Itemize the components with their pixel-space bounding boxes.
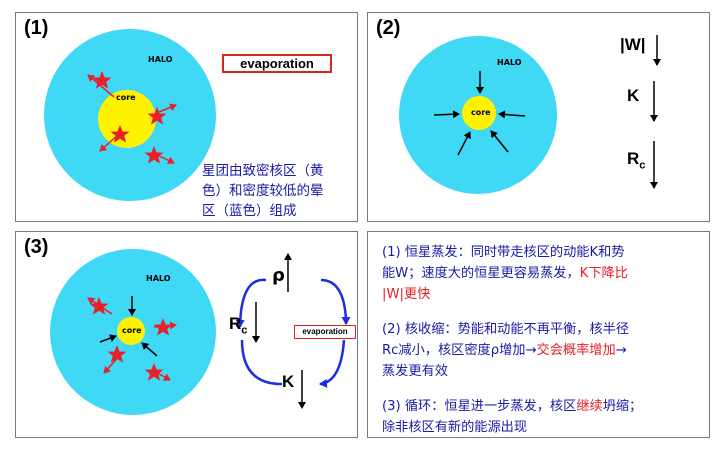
rc-sub: c: [639, 159, 646, 172]
core-circle: [462, 96, 496, 130]
paragraph-contraction: (2) 核收缩：势能和动能不再平衡，核半径 Rc减小，核区密度ρ增加→交会概率增…: [382, 319, 707, 382]
stars: [92, 71, 167, 164]
paragraph-evaporation: (1) 恒星蒸发：同时带走核区的动能K和势 能W；速度大的恒星更容易蒸发，K下降…: [382, 242, 707, 305]
desc-line-2: 色）和密度较低的晕: [202, 183, 324, 199]
panel-1: (1) HALO core evaporation 星团由致密核区（黄 色）和密…: [15, 12, 358, 222]
halo-label: HALO: [148, 55, 173, 64]
evaporation-box: evaporation: [294, 325, 356, 339]
desc-line-3: 区（蓝色）组成: [202, 203, 297, 219]
inward-arrows: [99, 296, 158, 357]
p2-line-2: Rc减小，核区密度ρ增加→交会概率增加→: [382, 340, 707, 361]
stars: [89, 297, 173, 381]
p3-line-1-end: 坍缩；: [602, 399, 643, 414]
panel-2-diagram: [399, 35, 661, 194]
rc-sub: c: [241, 324, 248, 337]
panel-1-description: 星团由致密核区（黄 色）和密度较低的晕 区（蓝色）组成: [202, 161, 358, 221]
cycle-quantity-arrows: [252, 253, 306, 409]
panel-1-diagram: [44, 29, 216, 201]
panel-3: (3) HALO core ρ Rc K evaporation: [15, 231, 358, 438]
k-label: K: [282, 372, 295, 391]
p2-line-2-text: Rc减小，核区密度ρ增加→: [382, 343, 537, 358]
rc-label: Rc: [627, 149, 645, 171]
decrease-arrows: [650, 35, 661, 189]
paragraph-cycle: (3) 循环：恒星进一步蒸发，核区继续坍缩； 除非核区有新的能源出现: [382, 396, 707, 438]
core-circle: [98, 90, 156, 148]
p2-line-1: (2) 核收缩：势能和动能不再平衡，核半径: [382, 322, 630, 337]
p3-line-2: 除非核区有新的能源出现: [382, 420, 528, 435]
explanation-panel: (1) 恒星蒸发：同时带走核区的动能K和势 能W；速度大的恒星更容易蒸发，K下降…: [367, 231, 710, 438]
panel-label: (3): [24, 236, 49, 258]
halo-label: HALO: [146, 274, 171, 283]
core-label: core: [122, 326, 142, 335]
core-label: core: [471, 108, 491, 117]
p2-line-3: 蒸发更有效: [382, 364, 448, 379]
rho-label: ρ: [272, 265, 285, 286]
w-label: |W|: [620, 35, 646, 54]
p1-line-2-text: 能W；速度大的恒星更容易蒸发，: [382, 266, 580, 281]
panel-label: (1): [24, 17, 49, 39]
p3-line-1-highlight: 继续: [576, 399, 603, 414]
p2-line-2-highlight: 交会概率增加: [536, 343, 616, 358]
rc-main: R: [627, 149, 640, 168]
halo-label: HALO: [497, 58, 522, 67]
desc-line-1: 星团由致密核区（黄: [202, 163, 324, 179]
p1-line-2: 能W；速度大的恒星更容易蒸发，K下降比: [382, 263, 707, 284]
evaporation-box: evaporation: [222, 54, 332, 73]
cycle-arrows: [235, 278, 351, 388]
p1-line-3-highlight: |W|更快: [382, 287, 431, 302]
rc-main: R: [229, 314, 242, 333]
p3-line-1: (3) 循环：恒星进一步蒸发，核区继续坍缩；: [382, 396, 707, 417]
p3-line-1-text: (3) 循环：恒星进一步蒸发，核区: [382, 399, 577, 414]
panel-2: (2) HALO core |W| K Rc: [367, 12, 710, 222]
p1-line-1: (1) 恒星蒸发：同时带走核区的动能K和势: [382, 245, 625, 260]
core-circle: [117, 317, 145, 345]
rc-label: Rc: [229, 314, 247, 336]
panel-label: (2): [376, 17, 401, 39]
p2-line-2-arrow: →: [615, 343, 627, 358]
k-label: K: [627, 86, 640, 105]
explanation-text: (1) 恒星蒸发：同时带走核区的动能K和势 能W；速度大的恒星更容易蒸发，K下降…: [382, 242, 707, 452]
panel-3-diagram: [50, 249, 351, 415]
core-label: core: [116, 93, 136, 102]
p1-line-2-highlight: K下降比: [579, 266, 628, 281]
inward-arrows: [433, 71, 526, 156]
